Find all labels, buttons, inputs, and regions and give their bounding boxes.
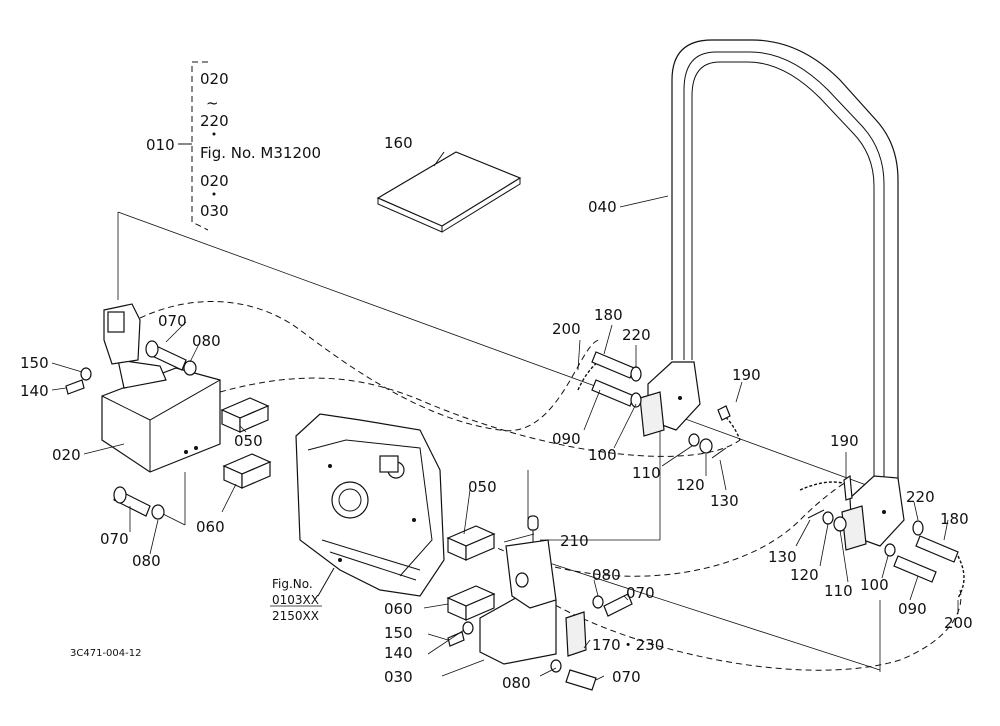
drawing-code: 3C471-004-12 xyxy=(70,648,141,659)
label-200-left: 200 xyxy=(552,320,581,338)
label-120-left: 120 xyxy=(676,476,705,494)
reference-brace xyxy=(178,61,216,231)
leader-lines xyxy=(51,195,959,681)
bracket-030 xyxy=(479,515,587,665)
label-130-left: 130 xyxy=(710,492,739,510)
label-030-ref: 030 xyxy=(200,202,229,220)
left-hardware xyxy=(577,351,741,459)
label-220-right: 220 xyxy=(906,488,935,506)
wire-harness-paths xyxy=(139,301,962,671)
label-210: 210 xyxy=(560,532,589,550)
label-080-c: 080 xyxy=(592,566,621,584)
label-070-c: 070 xyxy=(626,584,655,602)
assembly-guide-lines xyxy=(117,211,881,672)
label-110-left: 110 xyxy=(632,464,661,482)
label-060-a: 060 xyxy=(196,518,225,536)
label-170-230: 170・230 xyxy=(592,636,664,654)
label-070-d: 070 xyxy=(612,668,641,686)
label-fig-2150xx: 2150XX xyxy=(272,609,319,623)
label-fig-0103xx: 0103XX xyxy=(272,593,319,607)
label-030-part: 030 xyxy=(384,668,413,686)
transmission-housing xyxy=(295,413,445,597)
spacers-right xyxy=(446,525,496,621)
left-fasteners xyxy=(65,340,197,520)
label-140-a: 140 xyxy=(20,382,49,400)
spacers-left xyxy=(220,397,272,489)
label-fig-no: Fig.No. xyxy=(272,577,313,591)
label-050-a: 050 xyxy=(234,432,263,450)
label-020-part: 020 xyxy=(52,446,81,464)
label-090-right: 090 xyxy=(898,600,927,618)
label-120-right: 120 xyxy=(790,566,819,584)
label-070-a: 070 xyxy=(158,312,187,330)
label-070-b: 070 xyxy=(100,530,129,548)
label-tilde: ~ xyxy=(206,94,219,112)
label-080-b: 080 xyxy=(132,552,161,570)
label-220-left: 220 xyxy=(622,326,651,344)
right-hardware xyxy=(799,474,965,599)
label-150-a: 150 xyxy=(20,354,49,372)
label-020-mid: 020 xyxy=(200,172,229,190)
label-100-right: 100 xyxy=(860,576,889,594)
label-200-right: 200 xyxy=(944,614,973,632)
label-040: 040 xyxy=(588,198,617,216)
label-100-left: 100 xyxy=(588,446,617,464)
label-130-right: 130 xyxy=(768,548,797,566)
label-180-left: 180 xyxy=(594,306,623,324)
label-fig-m31200: Fig. No. M31200 xyxy=(200,144,321,162)
part-number-labels: 010 020 ~ 220 Fig. No. M31200 020 030 16… xyxy=(20,70,973,692)
label-190-right: 190 xyxy=(830,432,859,450)
label-140-b: 140 xyxy=(384,644,413,662)
label-060-b: 060 xyxy=(384,600,413,618)
label-080-d: 080 xyxy=(502,674,531,692)
label-150-b: 150 xyxy=(384,624,413,642)
label-110-right: 110 xyxy=(824,582,853,600)
operator-manual-160 xyxy=(376,151,522,233)
label-190-left: 190 xyxy=(732,366,761,384)
bracket-020 xyxy=(101,303,221,473)
label-020-ref: 020 xyxy=(200,70,229,88)
rops-frame-040 xyxy=(639,39,905,551)
label-090-left: 090 xyxy=(552,430,581,448)
label-010: 010 xyxy=(146,136,175,154)
label-080-a: 080 xyxy=(192,332,221,350)
label-180-right: 180 xyxy=(940,510,969,528)
label-160: 160 xyxy=(384,134,413,152)
label-220-ref: 220 xyxy=(200,112,229,130)
label-050-b: 050 xyxy=(468,478,497,496)
